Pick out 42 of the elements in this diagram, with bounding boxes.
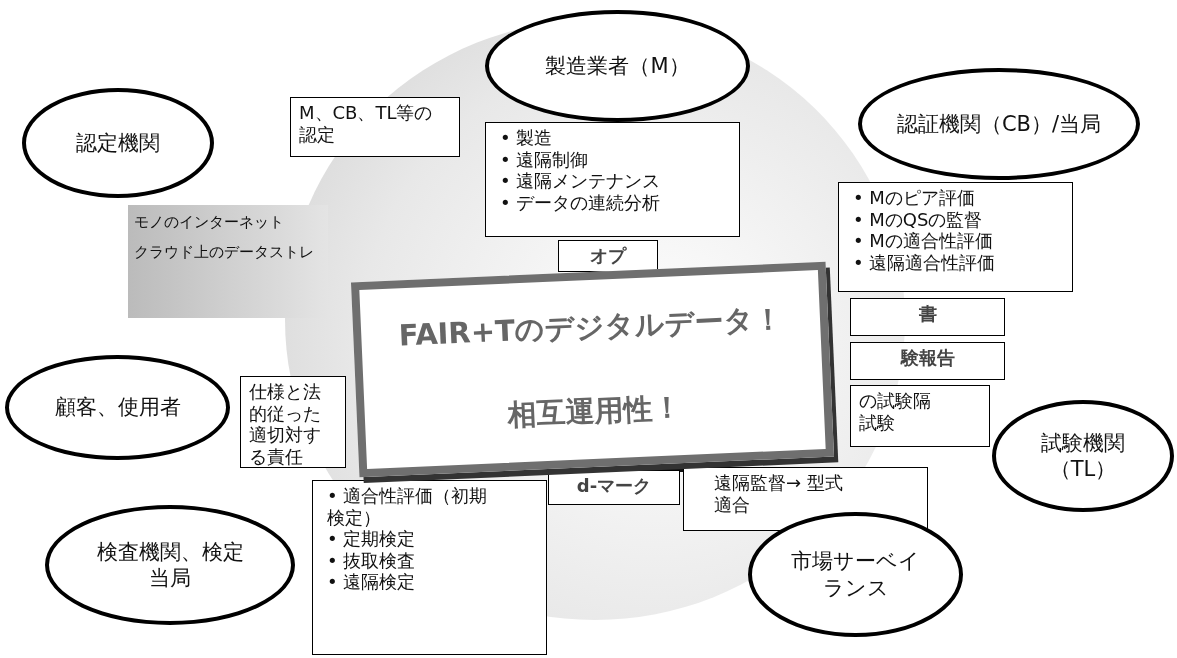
list-item: • 定期検定 [327, 528, 417, 550]
text-box [548, 470, 680, 505]
node-label: 書 [917, 303, 938, 325]
node-label: 顧客、使用者 [54, 394, 181, 421]
node-label: クラウド上のデータストレ [134, 243, 315, 261]
text-box [558, 240, 658, 272]
list-item: • 遠隔適合性評価 [853, 251, 997, 274]
list-item: • 製造 [500, 127, 554, 149]
node-label: 験報告 [899, 347, 956, 369]
list-box [312, 480, 547, 655]
list-item: • 遠隔メンテナンス [500, 170, 662, 192]
node-label: 仕様と法的従った適切対する責任 [249, 381, 322, 468]
shaded-panel [128, 205, 328, 318]
text-box [850, 298, 1005, 336]
list-item: • データの連続分析 [500, 191, 662, 214]
text-box [850, 342, 1005, 380]
list-box [485, 122, 740, 237]
list-box [838, 182, 1073, 292]
list-item: • Mのピア評価 [853, 187, 976, 209]
list-item: • MのQSの監督 [853, 208, 984, 231]
node-label: 検査機関、検定当局 [95, 538, 245, 592]
node-label: 市場サーベイランス [790, 548, 921, 601]
node-label: モノのインターネット [134, 213, 285, 231]
list-item: • 適合性評価（初期検定） [327, 485, 489, 529]
list-item: • 遠隔制御 [500, 148, 590, 171]
node-label: 遠隔監督→ 型式適合 [714, 472, 844, 516]
list-item: • Mの適合性評価 [853, 230, 994, 252]
node-label: d-マーク [575, 475, 653, 497]
node-label: 認定機関 [76, 129, 160, 157]
text-box [240, 376, 346, 468]
node-label: M、CB、TL等の認定 [299, 102, 434, 146]
headline-text: 相互運用性！ [506, 388, 683, 434]
text-box [850, 385, 990, 447]
node-label: オプ [589, 245, 628, 267]
node-label: の試験隔試験 [859, 390, 932, 434]
node-label: 認証機関（CB）/当局 [896, 110, 1102, 138]
node-label: 製造業者（M） [545, 52, 690, 80]
list-item: • 抜取検査 [327, 549, 417, 572]
text-box [290, 97, 460, 157]
node-label: 試験機関（TL） [1040, 429, 1126, 483]
list-item: • 遠隔検定 [327, 571, 417, 593]
headline-text: FAIR+Tのデジタルデータ！ [397, 300, 784, 354]
